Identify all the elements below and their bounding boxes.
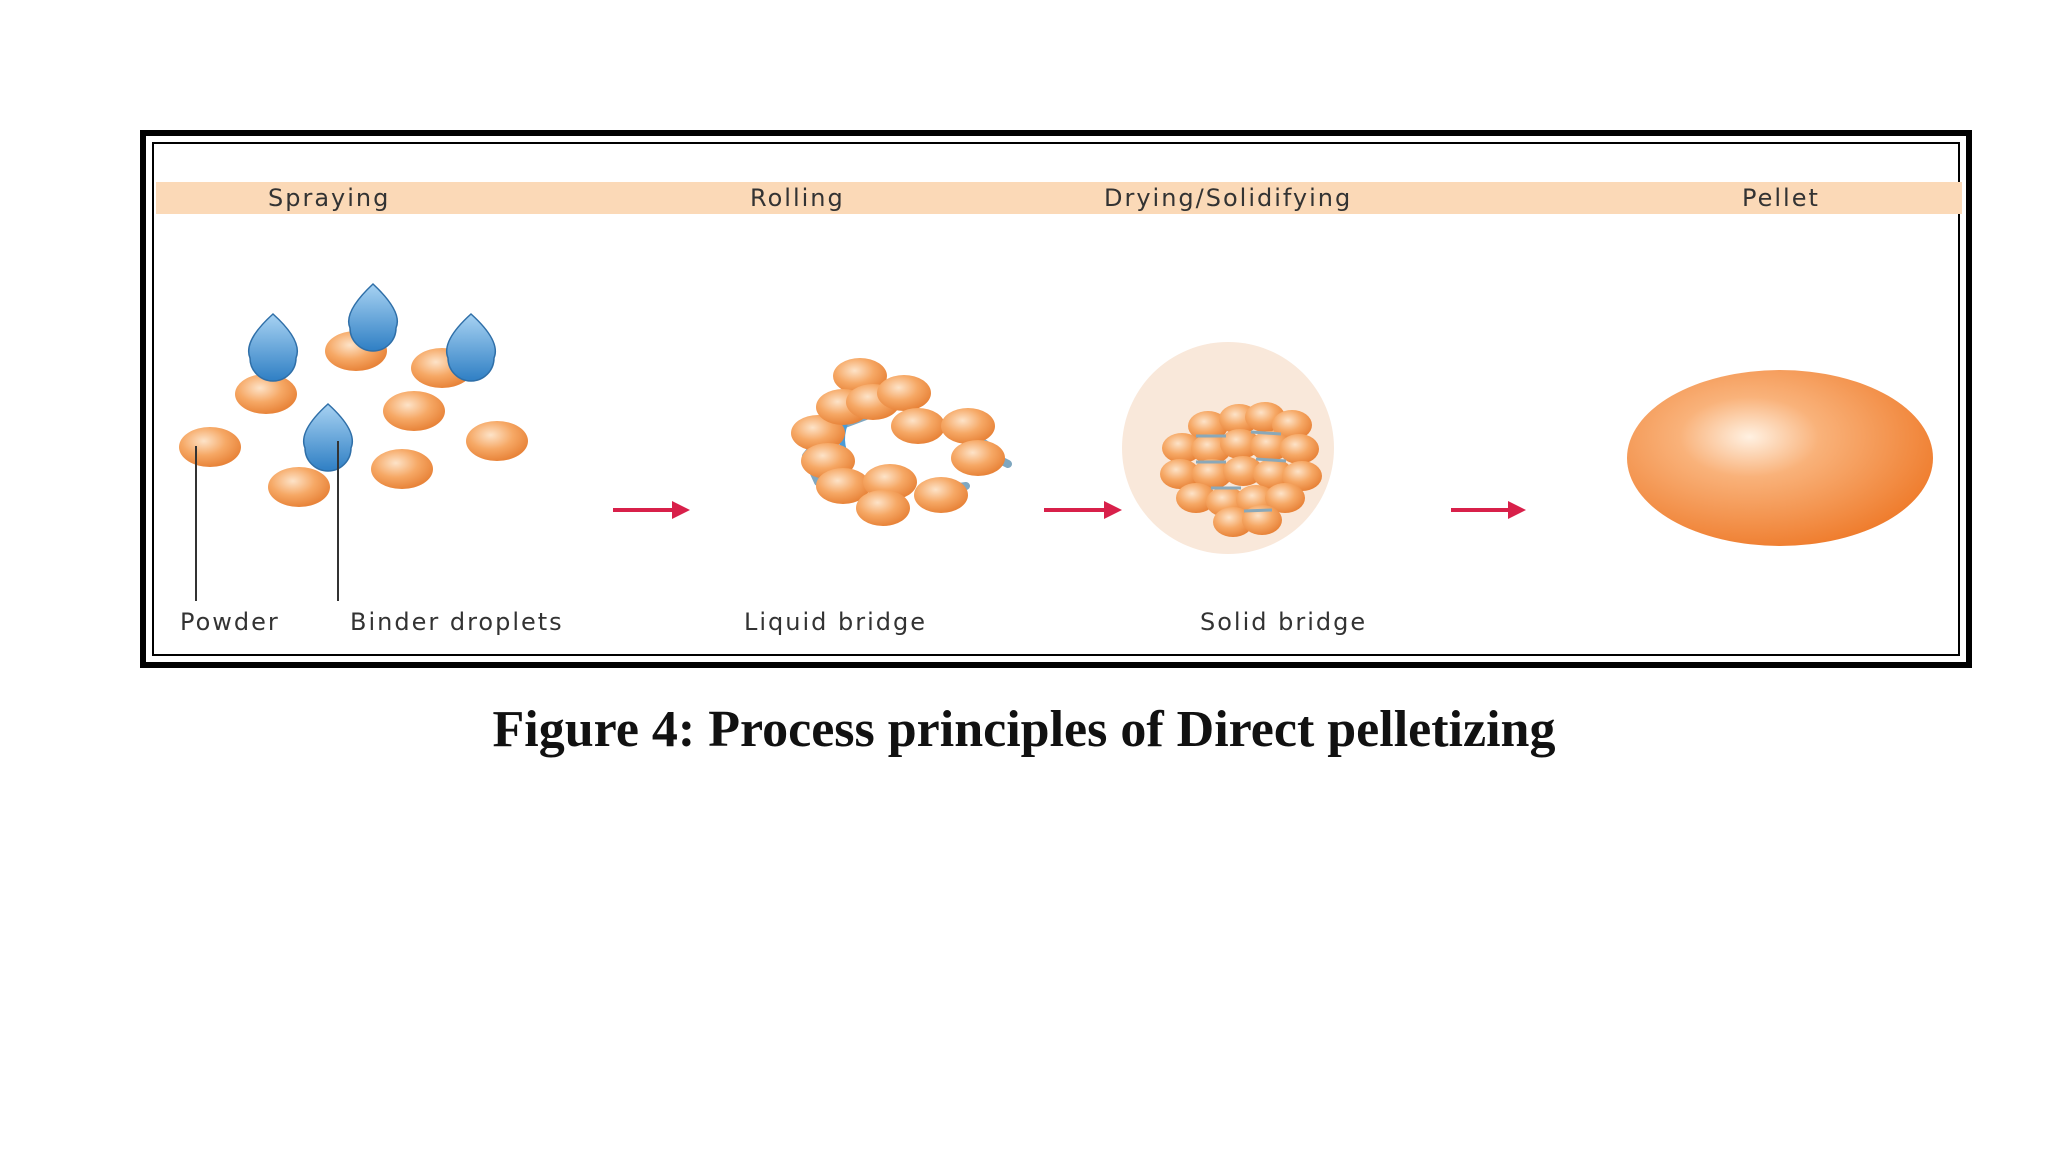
binder-droplet xyxy=(348,282,398,352)
rolling-particle xyxy=(891,408,945,444)
solid-particle xyxy=(1220,429,1260,459)
label-binder-droplets: Binder droplets xyxy=(350,608,564,636)
solid-particle xyxy=(1223,456,1263,486)
rolling-particle xyxy=(791,415,845,451)
solid-particle xyxy=(1160,459,1200,489)
solid-particle xyxy=(1162,433,1202,463)
solid-particle xyxy=(1213,507,1253,537)
powder-particle xyxy=(383,391,445,431)
label-solid-bridge: Solid bridge xyxy=(1200,608,1368,636)
solid-particle xyxy=(1282,461,1322,491)
rolling-particle xyxy=(914,477,968,513)
rolling-particle xyxy=(951,440,1005,476)
powder-particle xyxy=(179,427,241,467)
liquid-bridge-agglomerate xyxy=(791,358,1012,526)
stage-label-spraying: Spraying xyxy=(268,184,391,212)
solid-bridge-cluster xyxy=(1122,342,1334,554)
label-powder: Powder xyxy=(180,608,280,636)
binder-droplet xyxy=(248,312,298,382)
solid-particle xyxy=(1242,505,1282,535)
arrow-3 xyxy=(1451,501,1526,519)
solid-particle xyxy=(1265,483,1305,513)
label-liquid-bridge: Liquid bridge xyxy=(744,608,928,636)
stage-label-pellet: Pellet xyxy=(1742,184,1820,212)
solid-particle xyxy=(1272,410,1312,440)
rolling-particle xyxy=(856,490,910,526)
solid-particle xyxy=(1176,483,1216,513)
solid-particle xyxy=(1192,459,1232,489)
solid-particle xyxy=(1279,434,1319,464)
rolling-particle xyxy=(877,375,931,411)
arrow-2 xyxy=(1044,501,1122,519)
rolling-particle xyxy=(941,408,995,444)
powder-particle xyxy=(268,467,330,507)
powder-particle xyxy=(235,374,297,414)
rolling-particle xyxy=(816,468,870,504)
binder-droplet xyxy=(303,402,353,472)
pellet-sphere xyxy=(1627,370,1933,546)
figure-frame: Spraying Rolling Drying/Solidifying Pell… xyxy=(140,130,1972,668)
stage-label-drying: Drying/Solidifying xyxy=(1104,184,1353,212)
arrow-1 xyxy=(613,501,690,519)
stage-label-rolling: Rolling xyxy=(750,184,845,212)
stage-header-band: Spraying Rolling Drying/Solidifying Pell… xyxy=(156,182,1962,214)
spraying-group xyxy=(179,282,528,601)
powder-particle xyxy=(371,449,433,489)
solid-particle xyxy=(1253,459,1293,489)
solid-particle xyxy=(1188,411,1228,441)
figure-caption: Figure 4: Process principles of Direct p… xyxy=(492,701,1556,758)
process-diagram xyxy=(179,282,1933,601)
figure-inner-border xyxy=(152,142,1960,656)
powder-particle xyxy=(466,421,528,461)
binder-droplet xyxy=(446,312,496,382)
